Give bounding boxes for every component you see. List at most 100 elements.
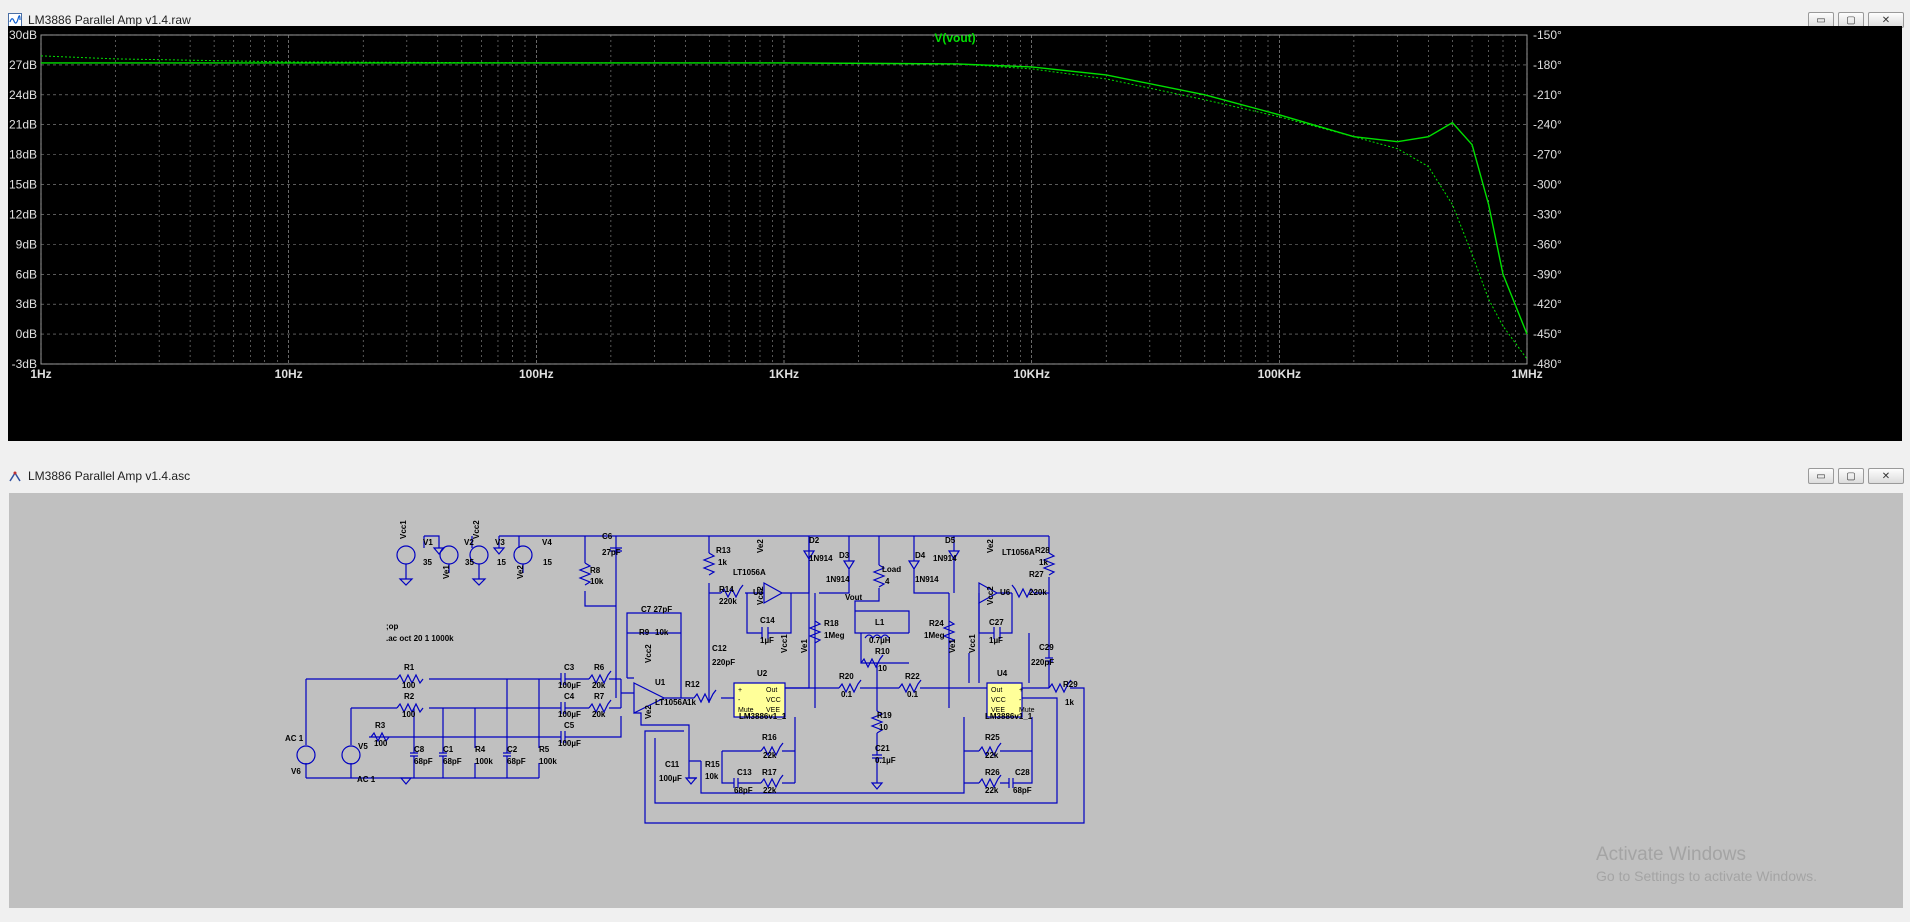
schematic-label[interactable]: R2 (404, 692, 415, 701)
trace-label[interactable]: V(vout) (934, 31, 975, 45)
schematic-label[interactable]: U4 (997, 669, 1008, 678)
schematic-label[interactable]: C1 (443, 745, 454, 754)
schematic-label[interactable]: R3 (375, 721, 386, 730)
schematic-label[interactable]: C7 27pF (641, 605, 672, 614)
minimize-button[interactable]: ▭ (1808, 468, 1834, 484)
schematic-label[interactable]: 0.1 (841, 690, 853, 699)
schematic-label[interactable]: 100k (539, 757, 557, 766)
schematic-label[interactable]: 100µF (558, 681, 581, 690)
schematic-label[interactable]: Ve1 (948, 639, 957, 653)
schematic-label[interactable]: 1N914 (826, 575, 850, 584)
schematic-label[interactable]: 1k (1039, 558, 1048, 567)
schematic-label[interactable]: 10 (878, 664, 887, 673)
schematic-label[interactable]: C3 (564, 663, 575, 672)
schematic-label[interactable]: 68pF (734, 786, 753, 795)
schematic-label[interactable]: C4 (564, 692, 575, 701)
schematic-label[interactable]: 1k (687, 698, 696, 707)
schematic-label[interactable]: U3 (753, 588, 764, 597)
maximize-button[interactable]: ▢ (1838, 468, 1864, 484)
schematic-label[interactable]: V3 (495, 538, 505, 547)
schematic-label[interactable]: 0.1µF (875, 756, 896, 765)
schematic-label[interactable]: 1Meg (924, 631, 945, 640)
schematic-label[interactable]: C6 (602, 532, 613, 541)
schematic-label[interactable]: Ve2 (986, 539, 995, 553)
schematic-label[interactable]: 35 (423, 558, 432, 567)
schematic-label[interactable]: 1N914 (933, 554, 957, 563)
schematic-label[interactable]: 1N914 (915, 575, 939, 584)
schematic-label[interactable]: 22k (763, 786, 777, 795)
schematic-label[interactable]: 1µF (760, 636, 774, 645)
schematic-label[interactable]: C12 (712, 644, 727, 653)
schematic-label[interactable]: R8 (590, 566, 601, 575)
schematic-label[interactable]: R9 (639, 628, 650, 637)
schematic-label[interactable]: 1µF (989, 636, 1003, 645)
schematic-label[interactable]: V1 (423, 538, 433, 547)
schematic-label[interactable]: D4 (915, 551, 926, 560)
schematic-label[interactable]: 22k (985, 786, 999, 795)
schematic-label[interactable]: 10k (705, 772, 719, 781)
schematic-label[interactable]: 1k (1065, 698, 1074, 707)
schematic-label[interactable]: Ve2 (644, 705, 653, 719)
schematic-label[interactable]: 15 (543, 558, 552, 567)
schematic-label[interactable]: R12 (685, 680, 700, 689)
schematic-label[interactable]: LT1056A (655, 698, 688, 707)
schematic-label[interactable]: C29 (1039, 643, 1054, 652)
schematic-label[interactable]: 68pF (443, 757, 462, 766)
schematic-label[interactable]: R24 (929, 619, 944, 628)
schematic-label[interactable]: U2 (757, 669, 768, 678)
schematic-label[interactable]: Ve2 (756, 539, 765, 553)
close-button[interactable]: ✕ (1868, 468, 1904, 484)
schematic-label[interactable]: Vcc2 (644, 644, 653, 663)
schematic-label[interactable]: Vout (845, 593, 863, 602)
schematic-label[interactable]: V2 (464, 538, 474, 547)
schematic-label[interactable]: C8 (414, 745, 425, 754)
schematic-label[interactable]: C27 (989, 618, 1004, 627)
schematic-label[interactable]: R5 (539, 745, 550, 754)
schematic-label[interactable]: C2 (507, 745, 518, 754)
schematic-label[interactable]: .ac oct 20 1 1000k (386, 634, 454, 643)
schematic-label[interactable]: D5 (945, 536, 956, 545)
schematic-label[interactable]: 100 (402, 710, 416, 719)
schematic-label[interactable]: D3 (839, 551, 850, 560)
schematic-label[interactable]: 27pF (602, 548, 621, 557)
schematic-label[interactable]: Vcc2 (986, 586, 995, 605)
schematic-label[interactable]: D2 (809, 536, 820, 545)
schematic-label[interactable]: 15 (497, 558, 506, 567)
schematic-label[interactable]: R26 (985, 768, 1000, 777)
schematic-label[interactable]: 220pF (1031, 658, 1054, 667)
schematic-label[interactable]: R14 (719, 585, 734, 594)
schematic-label[interactable]: R10 (875, 647, 890, 656)
schematic-label[interactable]: LM3886v1_1 (985, 712, 1033, 721)
schematic-label[interactable]: 100 (402, 681, 416, 690)
schematic-label[interactable]: 68pF (507, 757, 526, 766)
schematic-label[interactable]: R19 (877, 711, 892, 720)
schematic-label[interactable]: LM3886v1_1 (739, 712, 787, 721)
schematic-label[interactable]: 22k (985, 751, 999, 760)
schematic-label[interactable]: 10k (590, 577, 604, 586)
schematic-label[interactable]: Ve1 (442, 565, 451, 579)
schematic-label[interactable]: 100µF (558, 739, 581, 748)
schematic-label[interactable]: 20k (592, 681, 606, 690)
schematic-label[interactable]: 68pF (1013, 786, 1032, 795)
bode-plot[interactable]: 30dB27dB24dB21dB18dB15dB12dB9dB6dB3dB0dB… (8, 26, 1902, 441)
schematic-label[interactable]: R15 (705, 760, 720, 769)
schematic-label[interactable]: R6 (594, 663, 605, 672)
schematic-label[interactable]: V6 (291, 767, 301, 776)
schematic-label[interactable]: R17 (762, 768, 777, 777)
schematic-label[interactable]: C13 (737, 768, 752, 777)
schematic-label[interactable]: Load (882, 565, 901, 574)
schematic-label[interactable]: U1 (655, 678, 666, 687)
schematic-label[interactable]: V4 (542, 538, 552, 547)
schematic-label[interactable]: 220pF (712, 658, 735, 667)
schematic-label[interactable]: 20k (592, 710, 606, 719)
schematic-label[interactable]: C5 (564, 721, 575, 730)
schematic-canvas[interactable]: Vcc1V135V235Ve1Vcc2V315V415Ve2C627pFR810… (9, 493, 1903, 908)
schematic-label[interactable]: 220k (719, 597, 737, 606)
schematic-label[interactable]: 68pF (414, 757, 433, 766)
schematic-label[interactable]: 0.1 (907, 690, 919, 699)
schematic-label[interactable]: 100 (374, 739, 388, 748)
schematic-label[interactable]: 1k (718, 558, 727, 567)
schematic-label[interactable]: LT1056A (733, 568, 766, 577)
